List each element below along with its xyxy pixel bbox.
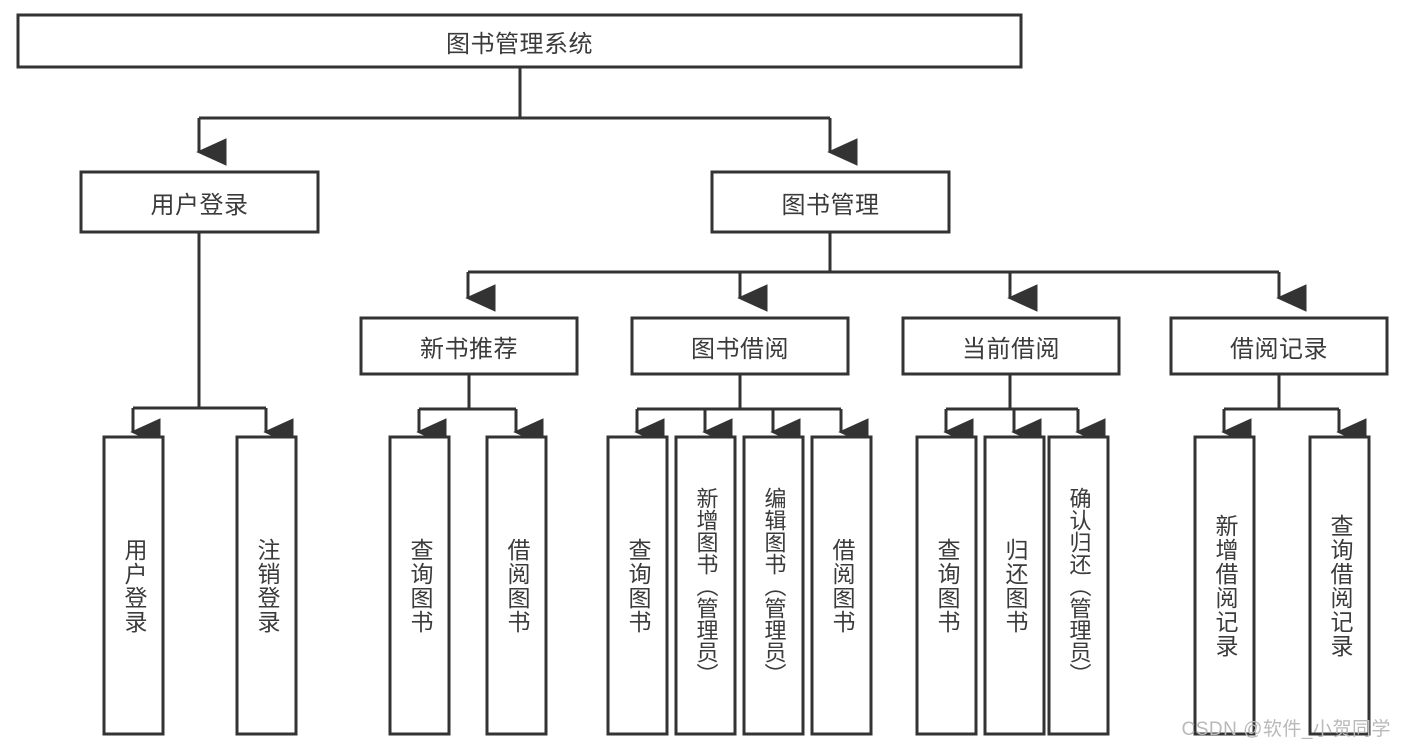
node-box-leaf-current-borrow-3[interactable] — [1047, 435, 1110, 736]
node-box-book-borrow[interactable] — [630, 316, 850, 376]
node-box-new-book-recommend[interactable] — [359, 316, 579, 376]
node-box-leaf-current-borrow-1[interactable] — [915, 435, 978, 736]
node-box-leaf-current-borrow-2[interactable] — [983, 435, 1046, 736]
node-box-leaf-user-login-1[interactable] — [102, 435, 165, 736]
node-box-leaf-borrow-record-1[interactable] — [1193, 435, 1256, 736]
node-box-leaf-user-login-2[interactable] — [235, 435, 298, 736]
node-box-book-manage[interactable] — [710, 170, 951, 234]
node-box-leaf-new-book-2[interactable] — [485, 435, 548, 736]
node-box-leaf-book-borrow-4[interactable] — [810, 435, 873, 736]
node-box-leaf-borrow-record-2[interactable] — [1308, 435, 1371, 736]
node-box-leaf-book-borrow-2[interactable] — [674, 435, 737, 736]
node-box-borrow-record[interactable] — [1169, 316, 1389, 376]
node-box-leaf-book-borrow-3[interactable] — [742, 435, 805, 736]
node-box-user-login[interactable] — [79, 170, 320, 234]
node-box-leaf-new-book-1[interactable] — [388, 435, 451, 736]
node-box-root[interactable] — [16, 13, 1023, 69]
node-box-leaf-book-borrow-1[interactable] — [606, 435, 669, 736]
node-box-current-borrow[interactable] — [901, 316, 1121, 376]
